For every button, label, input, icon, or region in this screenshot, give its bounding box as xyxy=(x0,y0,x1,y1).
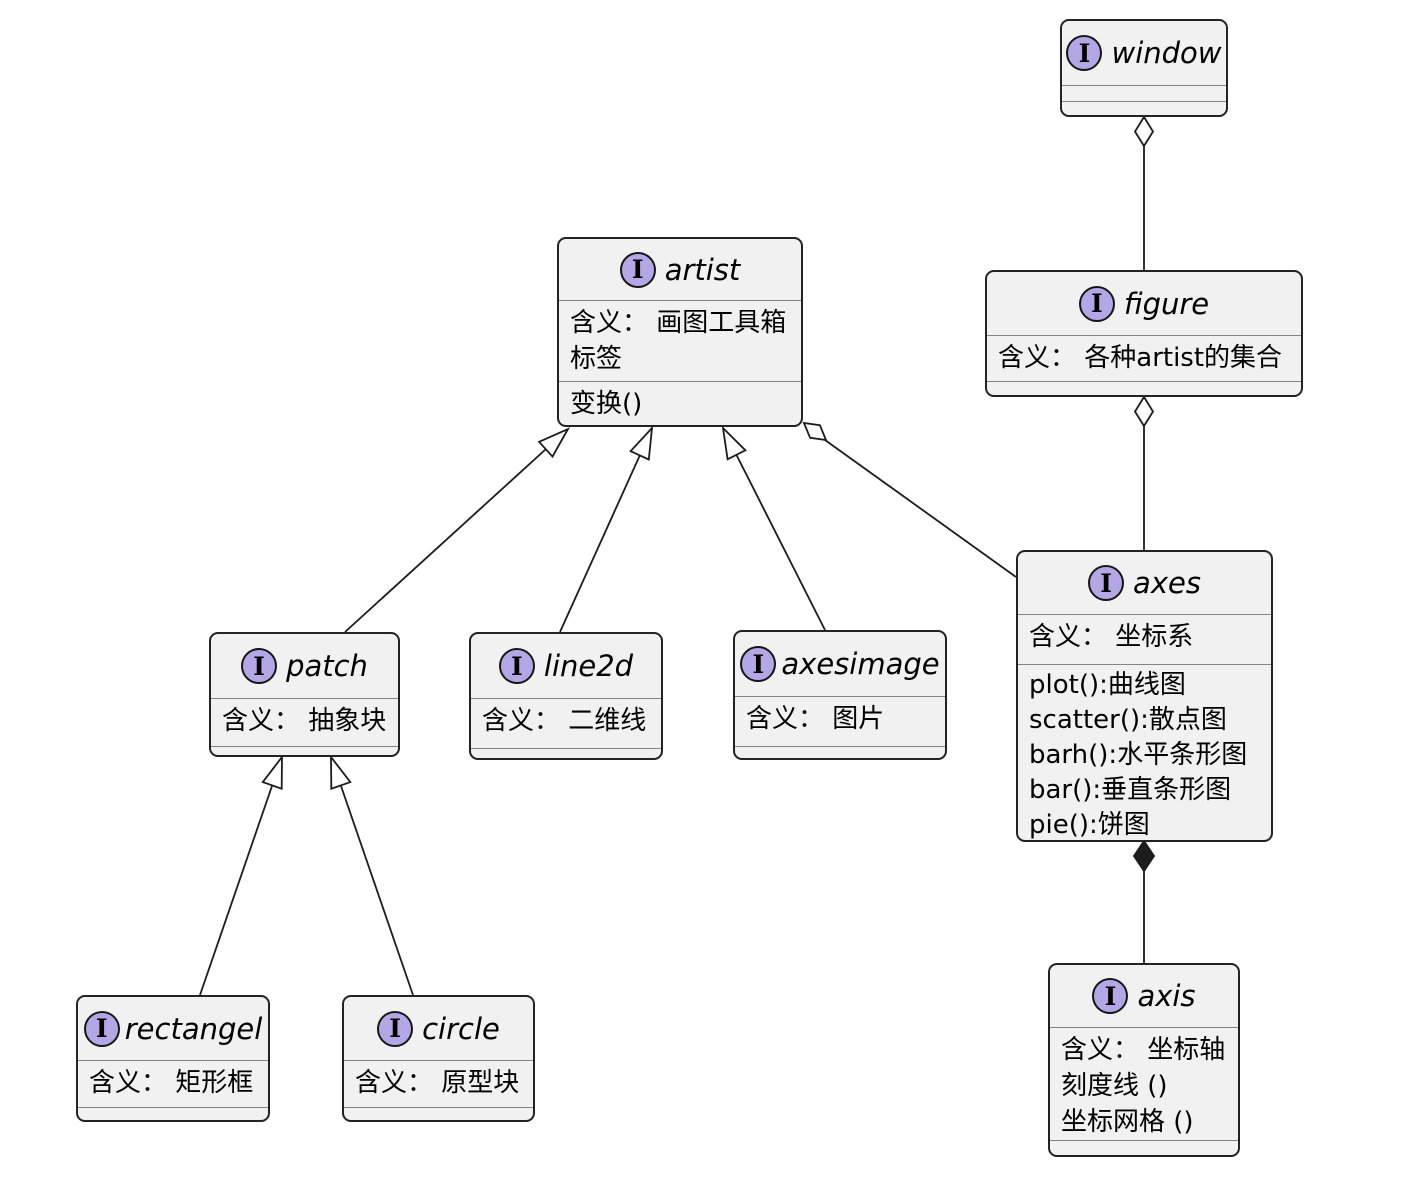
attribute-line: 含义： 二维线 xyxy=(482,706,647,736)
class-line2d-title: I line2d xyxy=(471,634,661,698)
class-name-axes: axes xyxy=(1133,566,1201,600)
class-axes-attributes: 含义： 坐标系 xyxy=(1018,614,1271,664)
class-artist-attributes: 含义： 画图工具箱 标签 xyxy=(559,300,801,381)
method-line: 变换() xyxy=(570,389,643,419)
relation-circle-patch-inheritance xyxy=(330,754,414,996)
attribute-line: 坐标网格 () xyxy=(1061,1107,1194,1137)
class-name-axis: axis xyxy=(1137,979,1196,1013)
class-name-axesimage: axesimage xyxy=(781,647,940,681)
class-axis-title: I axis xyxy=(1050,965,1238,1027)
relation-artist-axes-aggregation xyxy=(802,421,1017,578)
relation-window-figure-aggregation xyxy=(1133,115,1155,270)
class-box-rectangel: I rectangel 含义： 矩形框 xyxy=(76,995,270,1122)
class-patch-attributes: 含义： 抽象块 xyxy=(211,698,398,746)
class-rectangel-attributes: 含义： 矩形框 xyxy=(78,1060,268,1107)
class-name-figure: figure xyxy=(1123,286,1210,321)
class-window-attributes-empty xyxy=(1062,85,1226,101)
class-circle-attributes: 含义： 原型块 xyxy=(344,1060,533,1107)
class-axes-title: I axes xyxy=(1018,552,1271,614)
class-figure-methods-empty xyxy=(987,381,1301,395)
interface-icon: I xyxy=(740,646,777,682)
attribute-line: 含义： 原型块 xyxy=(355,1068,520,1098)
class-name-circle: circle xyxy=(422,1011,500,1046)
attribute-line: 含义： 抽象块 xyxy=(222,706,387,736)
relation-line2d-artist-inheritance xyxy=(559,425,654,633)
class-name-window: window xyxy=(1111,36,1222,70)
interface-icon: I xyxy=(377,1010,414,1047)
method-line: barh():水平条形图 xyxy=(1029,740,1248,770)
attribute-line: 含义： 画图工具箱 xyxy=(570,308,787,338)
class-artist-methods: 变换() xyxy=(559,381,801,425)
attribute-line: 含义： 坐标系 xyxy=(1029,622,1194,652)
attribute-line: 含义： 各种artist的集合 xyxy=(998,343,1283,373)
class-name-patch: patch xyxy=(286,649,368,683)
class-box-axesimage: I axesimage 含义： 图片 xyxy=(733,630,947,760)
relation-axes-axis-composition xyxy=(1132,839,1156,963)
interface-icon: I xyxy=(241,648,278,684)
class-artist-title: I artist xyxy=(559,239,801,300)
class-axes-methods: plot():曲线图 scatter():散点图 barh():水平条形图 ba… xyxy=(1018,664,1271,840)
attribute-line: 含义： 坐标轴 xyxy=(1061,1035,1226,1065)
class-name-artist: artist xyxy=(664,252,741,287)
class-rectangel-methods-empty xyxy=(78,1107,268,1120)
class-line2d-methods-empty xyxy=(471,748,661,758)
class-patch-title: I patch xyxy=(211,634,398,698)
class-box-circle: I circle 含义： 原型块 xyxy=(342,995,535,1122)
class-box-patch: I patch 含义： 抽象块 xyxy=(209,632,400,757)
method-line: scatter():散点图 xyxy=(1029,705,1227,735)
interface-icon: I xyxy=(498,648,535,684)
class-window-methods-empty xyxy=(1062,101,1226,115)
class-figure-title: I figure xyxy=(987,272,1301,335)
attribute-line: 刻度线 () xyxy=(1061,1071,1168,1101)
class-box-figure: I figure 含义： 各种artist的集合 xyxy=(985,270,1303,397)
class-box-window: I window xyxy=(1060,19,1228,117)
attribute-line: 含义： 图片 xyxy=(746,704,885,734)
attribute-line: 含义： 矩形框 xyxy=(89,1068,254,1098)
attribute-line: 标签 xyxy=(570,344,623,374)
class-axesimage-methods-empty xyxy=(735,746,945,758)
method-line: pie():饼图 xyxy=(1029,810,1150,840)
class-name-line2d: line2d xyxy=(543,649,634,683)
class-box-axes: I axes 含义： 坐标系 plot():曲线图 scatter():散点图 … xyxy=(1016,550,1273,842)
interface-icon: I xyxy=(1078,285,1115,322)
class-window-title: I window xyxy=(1062,21,1226,85)
class-axis-methods-empty xyxy=(1050,1140,1238,1155)
relation-rectangel-patch-inheritance xyxy=(199,754,283,996)
class-name-rectangel: rectangel xyxy=(124,1011,263,1046)
class-axis-attributes: 含义： 坐标轴 刻度线 () 坐标网格 () xyxy=(1050,1027,1238,1140)
method-line: bar():垂直条形图 xyxy=(1029,775,1232,805)
method-line: plot():曲线图 xyxy=(1029,670,1186,700)
interface-icon: I xyxy=(1092,978,1129,1014)
class-line2d-attributes: 含义： 二维线 xyxy=(471,698,661,748)
interface-icon: I xyxy=(83,1010,120,1047)
class-axesimage-attributes: 含义： 图片 xyxy=(735,696,945,746)
class-rectangel-title: I rectangel xyxy=(78,997,268,1060)
interface-icon: I xyxy=(1066,35,1103,71)
interface-icon: I xyxy=(1088,565,1125,601)
class-box-artist: I artist 含义： 画图工具箱 标签 变换() xyxy=(557,237,803,427)
class-patch-methods-empty xyxy=(211,746,398,755)
relation-figure-axes-aggregation xyxy=(1133,395,1155,550)
interface-icon: I xyxy=(619,251,656,288)
class-box-line2d: I line2d 含义： 二维线 xyxy=(469,632,663,760)
relation-axesimage-artist-inheritance xyxy=(721,425,826,631)
class-axesimage-title: I axesimage xyxy=(735,632,945,696)
relation-patch-artist-inheritance xyxy=(344,427,571,633)
class-circle-title: I circle xyxy=(344,997,533,1060)
class-box-axis: I axis 含义： 坐标轴 刻度线 () 坐标网格 () xyxy=(1048,963,1240,1157)
class-circle-methods-empty xyxy=(344,1107,533,1120)
class-figure-attributes: 含义： 各种artist的集合 xyxy=(987,335,1301,381)
